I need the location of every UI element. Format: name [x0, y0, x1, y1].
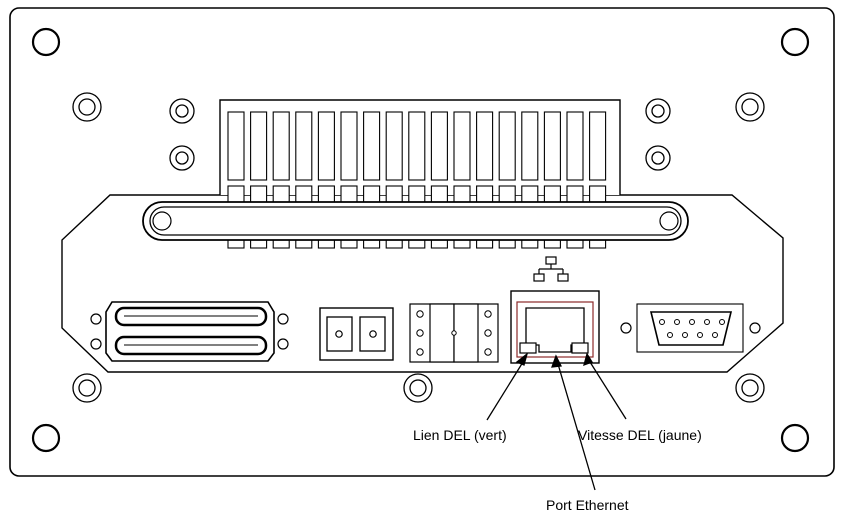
corner-hole-top-left: [31, 27, 61, 57]
heat-sink-fin: [498, 111, 516, 181]
screw-icon: [72, 92, 765, 171]
link-led: [519, 342, 537, 354]
heat-sink-fin: [430, 111, 448, 181]
speed-led: [571, 342, 589, 354]
callout-lines: [486, 352, 627, 491]
corner-hole-top-right: [780, 27, 810, 57]
corner-hole-bottom-left: [31, 423, 61, 453]
heat-sink-fin: [543, 111, 561, 181]
heat-sink-fin: [295, 111, 313, 181]
heat-sink-fin: [340, 111, 358, 181]
heat-sink-fin: [317, 111, 335, 181]
link-led-leader: [486, 361, 524, 421]
heat-sink-fin: [521, 111, 539, 181]
heat-sink-fin: [408, 111, 426, 181]
scsi-connector: [90, 301, 289, 362]
handle: [142, 201, 689, 241]
terminal-block: [409, 303, 499, 363]
heat-sink-fin: [566, 111, 584, 181]
heat-sink-fin: [589, 111, 607, 181]
speed-led-leader: [589, 361, 627, 420]
heat-sink-fin: [250, 111, 268, 181]
heat-sink-fin: [227, 111, 245, 181]
heat-sink-fin: [476, 111, 494, 181]
ethernet-port-label: Port Ethernet: [546, 497, 629, 513]
speed-led-label: Vitesse DEL (jaune): [578, 427, 702, 443]
screw-icon: [72, 373, 765, 403]
ethernet-port-leader: [557, 363, 596, 491]
network-icon: [533, 256, 569, 282]
heat-sink-fin: [385, 111, 403, 181]
power-connector: [319, 307, 394, 361]
link-led-label: Lien DEL (vert): [413, 427, 507, 443]
serial-connector: [620, 303, 761, 353]
heat-sink-fin: [272, 111, 290, 181]
heat-sink-fin: [363, 111, 381, 181]
heat-sink-fin: [453, 111, 471, 181]
corner-hole-bottom-right: [780, 423, 810, 453]
